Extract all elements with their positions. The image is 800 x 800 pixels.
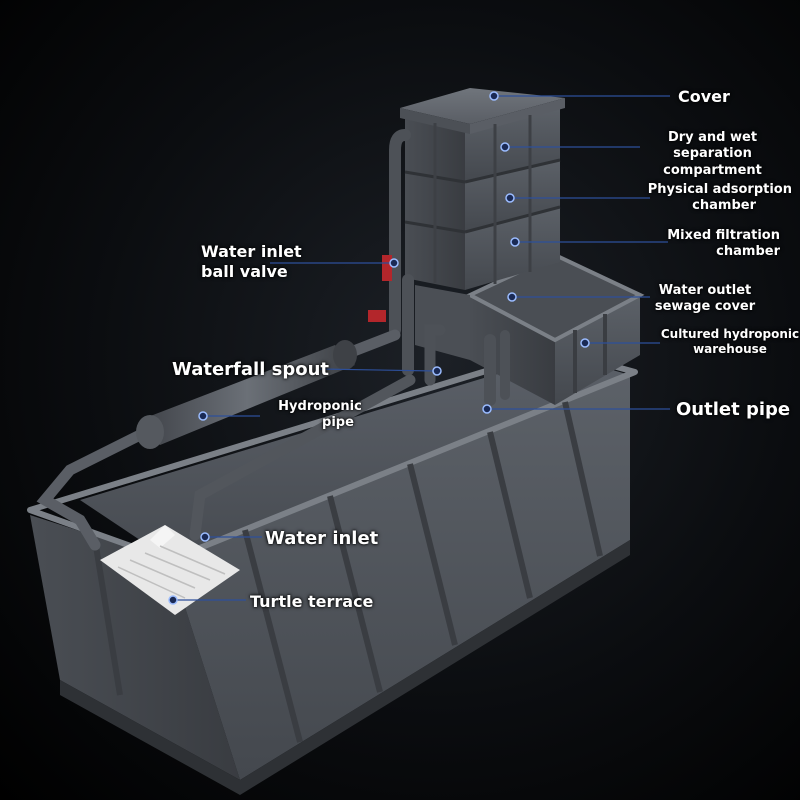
dot-outlet-pipe [482, 404, 492, 414]
filter-stack [400, 88, 565, 290]
dot-water-inlet [200, 532, 210, 542]
dot-dry-wet [500, 142, 510, 152]
dot-mixed [510, 237, 520, 247]
ball-valve [368, 255, 392, 322]
dot-cultured [580, 338, 590, 348]
label-cultured-hydroponic-warehouse: Cultured hydroponic warehouse [660, 327, 800, 356]
turtle-terrace-ramp [100, 525, 240, 615]
label-water-outlet-sewage-cover: Water outlet sewage cover [654, 283, 756, 315]
dot-turtle [168, 595, 178, 605]
dot-ball-valve [389, 258, 399, 268]
label-outlet-pipe: Outlet pipe [676, 399, 791, 420]
main-tank [27, 347, 638, 795]
dot-outlet-cover [507, 292, 517, 302]
label-mixed-filtration: Mixed filtration chamber [667, 228, 780, 260]
label-waterfall-spout: Waterfall spout [172, 359, 330, 380]
label-turtle-terrace: Turtle terrace [250, 592, 374, 611]
label-hydroponic-pipe: Hydroponic pipe [278, 399, 362, 431]
callout-dots [168, 91, 590, 605]
waterfall-spout [136, 340, 357, 449]
dot-hydro-pipe [198, 411, 208, 421]
label-water-inlet: Water inlet [265, 528, 379, 549]
label-physical-adsorption: Physical adsorption chamber [647, 182, 792, 214]
label-water-inlet-ball-valve: Water inlet ball valve [201, 242, 302, 281]
label-cover: Cover [678, 87, 730, 106]
dot-physical [505, 193, 515, 203]
tank-ribs [92, 401, 603, 743]
dot-cover [489, 91, 499, 101]
dot-waterfall [432, 366, 442, 376]
label-dry-wet-compartment: Dry and wet separation compartment [663, 130, 762, 178]
callout-lines [175, 95, 670, 601]
